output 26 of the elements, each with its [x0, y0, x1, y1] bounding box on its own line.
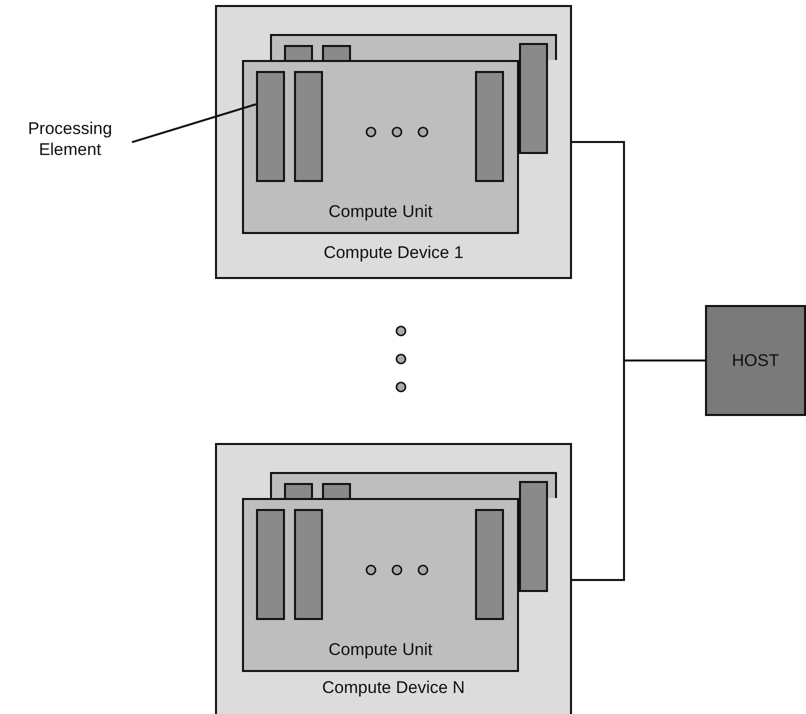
processing-element-bar	[256, 71, 285, 182]
compute-unit-card	[242, 60, 519, 234]
leader-line	[132, 103, 256, 144]
stacked-card	[270, 34, 557, 60]
processing-element-bar	[284, 483, 313, 498]
device-label: Compute Device N	[322, 678, 465, 698]
connector-line	[572, 360, 705, 581]
processing-element-bar	[294, 509, 323, 620]
callout-text: Processing Element	[6, 118, 134, 162]
compute-unit-card	[242, 498, 519, 672]
compute-device-box	[215, 5, 572, 279]
processing-element-bar	[519, 43, 548, 154]
host-box: HOST	[705, 305, 806, 416]
processing-element-bar	[519, 481, 548, 592]
compute-device-box	[215, 443, 572, 714]
unit-label: Compute Unit	[328, 202, 432, 222]
processing-element-bar	[294, 71, 323, 182]
processing-element-bar	[284, 45, 313, 60]
processing-element-bar	[475, 509, 504, 620]
processing-element-bar	[322, 483, 351, 498]
processing-element-bar	[322, 45, 351, 60]
device-label: Compute Device 1	[324, 243, 464, 263]
processing-element-bar	[475, 71, 504, 182]
stacked-card	[270, 472, 557, 498]
processing-element-bar	[256, 509, 285, 620]
unit-label: Compute Unit	[328, 640, 432, 660]
